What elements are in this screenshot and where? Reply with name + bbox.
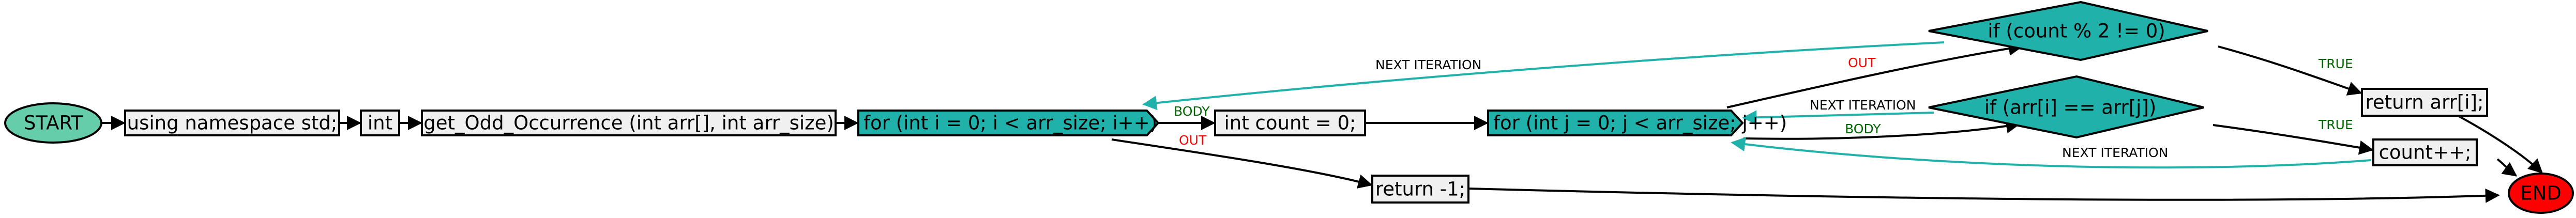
for-j-label: for (int j = 0; j < arr_size; j++) <box>1493 112 1787 134</box>
edges <box>102 41 2543 203</box>
for-j-node: for (int j = 0; j < arr_size; j++) <box>1487 110 1787 136</box>
return-neg-node: return -1; <box>1371 175 1469 204</box>
end-label: END <box>2520 182 2562 205</box>
using-namespace-node: using namespace std; <box>124 110 340 136</box>
if-arr-label: if (arr[i] == arr[j]) <box>1984 97 2157 119</box>
edge-returnneg-end <box>1468 188 2500 203</box>
start-node: START <box>4 102 102 144</box>
count-inc-node: count++; <box>2372 138 2478 166</box>
edge-returnarr-end <box>2456 114 2543 174</box>
return-arr-node: return arr[i]; <box>2361 88 2488 117</box>
return-neg-label: return -1; <box>1375 178 1465 200</box>
edge-countinc-end <box>2496 158 2518 177</box>
edge-label-true-count: TRUE <box>2318 56 2353 71</box>
edge-label-out-j: OUT <box>1848 55 1876 70</box>
edge-label-next-iter-i: NEXT ITERATION <box>1375 57 1481 72</box>
edge-countinc-forj <box>1731 137 2372 169</box>
function-label: get_Odd_Occurrence (int arr[], int arr_s… <box>423 112 834 134</box>
if-arr-node: if (arr[i] == arr[j]) <box>1928 75 2204 139</box>
edge-forj-ifarr <box>1743 119 2021 140</box>
count-init-label: int count = 0; <box>1224 112 1356 134</box>
edge-label-true-arr: TRUE <box>2318 117 2353 132</box>
count-init-node: int count = 0; <box>1214 110 1366 136</box>
edge-ifarr-countinc <box>2213 124 2374 155</box>
count-inc-label: count++; <box>2379 142 2472 164</box>
nodes: START using namespace std; int get_Odd_O… <box>4 1 2574 214</box>
edge-fori-returnneg <box>1111 138 1373 189</box>
edge-labels: BODY OUT NEXT ITERATION OUT NEXT ITERATI… <box>1174 55 2353 160</box>
edge-label-next-iter-j: NEXT ITERATION <box>1810 98 1916 113</box>
int-node: int <box>360 110 400 136</box>
edge-ifcount-fori <box>1142 41 1945 111</box>
edge-label-body-j: BODY <box>1845 121 1881 136</box>
if-count-node: if (count % 2 != 0) <box>1928 1 2208 61</box>
for-i-label: for (int i = 0; i < arr_size; i++) <box>863 112 1157 134</box>
edge-forj-ifcount <box>1726 41 2023 108</box>
edge-ifarr-forj <box>1742 110 1934 125</box>
return-arr-label: return arr[i]; <box>2366 91 2484 114</box>
edge-label-out-i: OUT <box>1179 133 1207 148</box>
edge-label-body-i: BODY <box>1174 104 1210 119</box>
start-label: START <box>24 112 83 134</box>
using-namespace-label: using namespace std; <box>127 112 338 134</box>
if-count-label: if (count % 2 != 0) <box>1988 20 2165 42</box>
int-label: int <box>368 112 392 134</box>
edge-ifcount-returnarr <box>2218 45 2362 96</box>
function-node: get_Odd_Occurrence (int arr[], int arr_s… <box>421 110 837 136</box>
for-i-node: for (int i = 0; i < arr_size; i++) <box>857 110 1160 136</box>
edge-label-next-iter-inc: NEXT ITERATION <box>2062 145 2168 160</box>
end-node: END <box>2508 173 2574 214</box>
